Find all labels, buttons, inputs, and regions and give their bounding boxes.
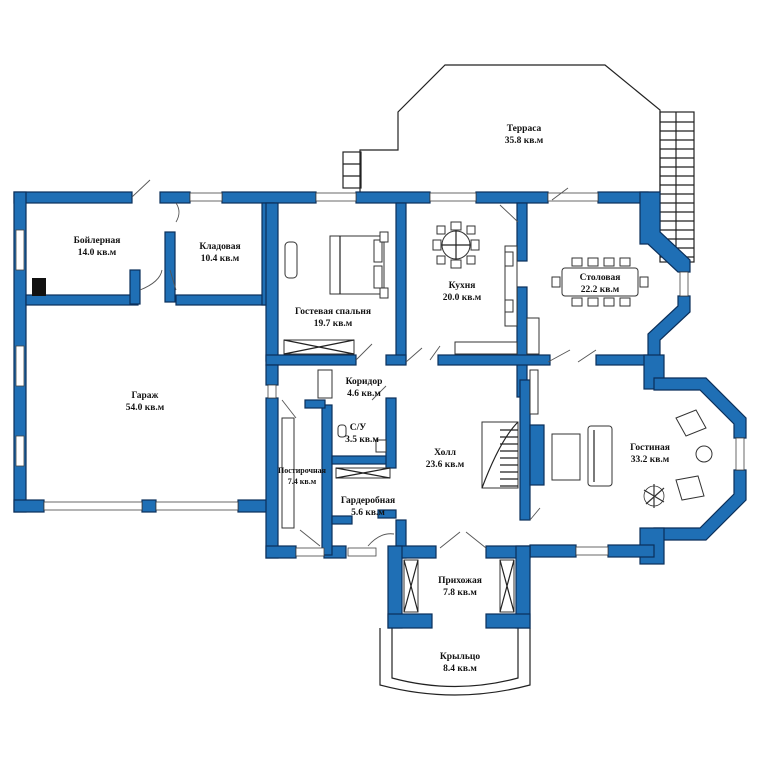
terrace-stairs-right	[659, 111, 695, 263]
svg-text:4.6 кв.м: 4.6 кв.м	[347, 389, 381, 399]
svg-text:7.4 кв.м: 7.4 кв.м	[288, 477, 317, 486]
dressing-wardrobe-icon	[335, 467, 391, 479]
toilet-icon	[337, 424, 347, 438]
svg-text:5.6 кв.м: 5.6 кв.м	[351, 508, 385, 518]
room-label-dining: Столовая 22.2 кв.м	[580, 273, 621, 295]
svg-text:Бойлерная: Бойлерная	[74, 235, 121, 246]
svg-text:Кладовая: Кладовая	[199, 242, 240, 252]
tub-icon	[284, 241, 298, 279]
sink-icon	[375, 439, 387, 453]
room-label-porch: Крыльцо 8.4 кв.м	[440, 652, 480, 674]
svg-text:23.6 кв.м: 23.6 кв.м	[426, 460, 465, 470]
room-label-living: Гостиная 33.2 кв.м	[630, 443, 670, 465]
dining-table-icon	[551, 257, 649, 307]
sofa-icon	[551, 409, 713, 501]
kitchen-counter-icon	[454, 245, 540, 355]
svg-text:14.0 кв.м: 14.0 кв.м	[78, 248, 117, 258]
bed-icon	[329, 231, 389, 299]
svg-text:Прихожая: Прихожая	[438, 576, 482, 586]
svg-text:С/У: С/У	[350, 423, 367, 433]
svg-text:Кухня: Кухня	[449, 281, 476, 291]
svg-text:20.0 кв.м: 20.0 кв.м	[443, 293, 482, 303]
room-label-vestibule: Прихожая 7.8 кв.м	[438, 576, 482, 598]
plant-icon	[643, 484, 665, 508]
terrace-outline	[359, 64, 661, 192]
svg-text:19.7 кв.м: 19.7 кв.м	[314, 319, 353, 329]
svg-text:Коридор: Коридор	[346, 377, 383, 387]
svg-text:Гостиная: Гостиная	[630, 443, 670, 453]
svg-text:Гардеробная: Гардеробная	[341, 495, 395, 506]
svg-text:Постирочная: Постирочная	[278, 466, 327, 475]
svg-text:Терраса: Терраса	[507, 124, 542, 134]
laundry-counter-icon	[281, 417, 295, 529]
terrace-steps-left	[342, 151, 362, 189]
walls	[13, 191, 747, 629]
svg-text:54.0 кв.м: 54.0 кв.м	[126, 403, 165, 413]
svg-text:Холл: Холл	[434, 448, 457, 458]
doors	[131, 179, 597, 549]
svg-text:8.4 кв.м: 8.4 кв.м	[443, 664, 477, 674]
room-label-guest-bedroom: Гостевая спальня 19.7 кв.м	[295, 307, 371, 329]
kitchen-table-icon	[432, 221, 480, 269]
furniture	[281, 221, 713, 613]
stairs-icon	[481, 421, 519, 489]
room-label-terrace: Терраса 35.8 кв.м	[505, 124, 544, 146]
svg-text:Гараж: Гараж	[132, 391, 159, 401]
svg-text:33.2 кв.м: 33.2 кв.м	[631, 455, 670, 465]
windows	[15, 192, 745, 557]
vestibule-wardrobe-icon	[403, 559, 515, 613]
wardrobe-icon	[283, 339, 355, 355]
room-label-laundry: Постирочная 7.4 кв.м	[278, 466, 327, 486]
room-label-garage: Гараж 54.0 кв.м	[126, 391, 165, 413]
svg-text:10.4 кв.м: 10.4 кв.м	[201, 254, 240, 264]
svg-text:Крыльцо: Крыльцо	[440, 652, 480, 662]
room-labels: Терраса 35.8 кв.м Бойлерная 14.0 кв.м Кл…	[74, 124, 670, 674]
room-label-hall: Холл 23.6 кв.м	[426, 448, 465, 470]
room-label-corridor: Коридор 4.6 кв.м	[346, 377, 383, 399]
svg-text:35.8 кв.м: 35.8 кв.м	[505, 136, 544, 146]
svg-text:Гостевая спальня: Гостевая спальня	[295, 307, 371, 317]
svg-text:7.8 кв.м: 7.8 кв.м	[443, 588, 477, 598]
svg-text:22.2 кв.м: 22.2 кв.м	[581, 285, 620, 295]
room-label-dressing: Гардеробная 5.6 кв.м	[341, 495, 395, 518]
room-label-boiler: Бойлерная 14.0 кв.м	[74, 235, 121, 258]
svg-text:3.5 кв.м: 3.5 кв.м	[345, 435, 379, 445]
porch-outline	[379, 628, 531, 696]
room-label-bathroom: С/У 3.5 кв.м	[345, 423, 379, 445]
room-label-pantry: Кладовая 10.4 кв.м	[199, 242, 240, 264]
room-label-kitchen: Кухня 20.0 кв.м	[443, 281, 482, 303]
svg-text:Столовая: Столовая	[580, 273, 621, 283]
